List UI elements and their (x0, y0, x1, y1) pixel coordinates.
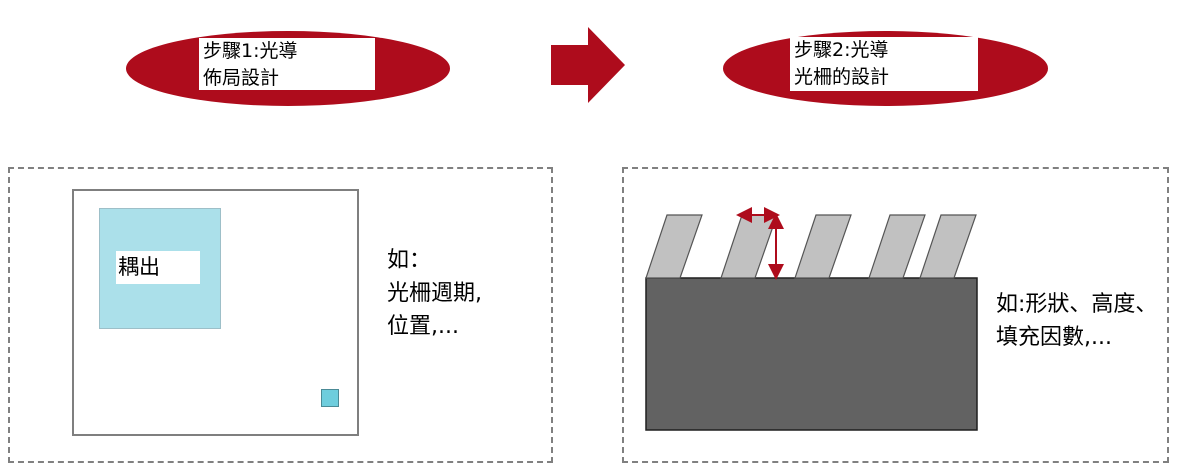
step-1-title: 步驟1:光導 (203, 40, 298, 62)
step-2-title: 步驟2:光導 (794, 39, 889, 61)
grating-notes: 如:形狀、高度、 填充因數,... (996, 288, 1157, 354)
out-coupler-label: 耦出 (116, 251, 200, 284)
step-1-subtitle: 佈局設計 (203, 67, 280, 89)
step-1-label: 步驟1:光導 佈局設計 (199, 38, 375, 90)
grating-tooth-3 (794, 214, 852, 279)
layout-design-panel (8, 167, 553, 463)
grating-tooth-4 (868, 214, 926, 279)
step-2-label: 步驟2:光導 光柵的設計 (790, 37, 978, 91)
step-2-subtitle: 光柵的設計 (794, 66, 890, 88)
grating-substrate (645, 277, 978, 431)
layout-note-line-1: 如： (387, 248, 432, 273)
grating-note-line-1: 如:形狀、高度、 (996, 292, 1158, 317)
grating-diagram (645, 207, 978, 431)
layout-note-line-3: 位置,... (387, 314, 459, 339)
layout-notes: 如： 光柵週期, 位置,... (387, 244, 482, 343)
in-coupler-region (321, 389, 339, 407)
right-arrow-icon (551, 27, 625, 103)
grating-tooth-2 (720, 214, 778, 279)
grating-tooth-1 (645, 214, 703, 279)
layout-note-line-2: 光柵週期, (387, 281, 482, 306)
grating-note-line-2: 填充因數,... (996, 325, 1112, 350)
grating-tooth-5 (919, 214, 977, 279)
grating-design-panel (622, 167, 1169, 463)
